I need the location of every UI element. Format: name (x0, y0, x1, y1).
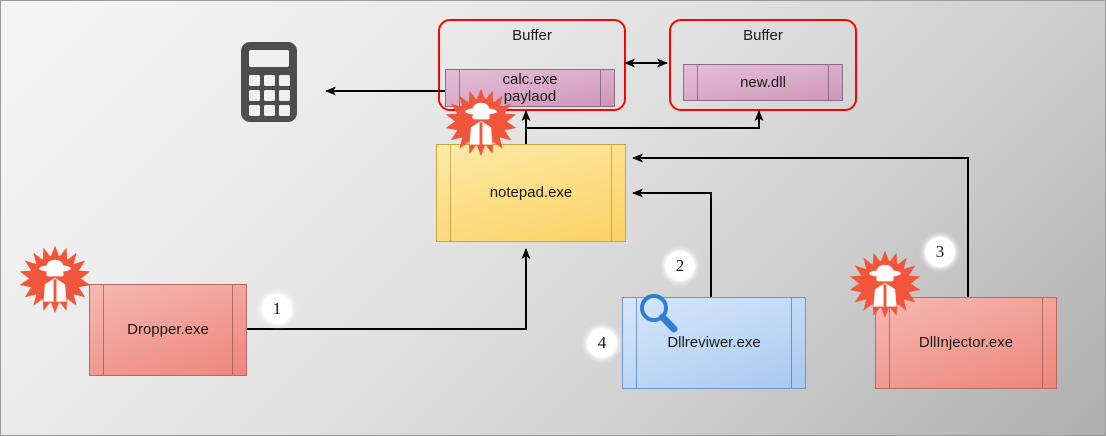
magnifier-icon (634, 289, 684, 339)
badge-3: 3 (925, 237, 955, 267)
process-dllinjector-label: DllInjector.exe (918, 334, 1014, 352)
buffer-right-title: Buffer (743, 27, 783, 44)
process-dllreviwer[interactable]: Dllreviwer.exe (622, 297, 806, 389)
process-notepad-label: notepad.exe (489, 184, 573, 202)
buffer-left-title: Buffer (512, 27, 552, 44)
process-notepad[interactable]: notepad.exe (436, 144, 626, 242)
buffer-right-payload-label: new.dll (740, 73, 786, 91)
process-dllinjector[interactable]: DllInjector.exe (875, 297, 1057, 389)
process-dropper-label: Dropper.exe (127, 321, 209, 339)
malware-icon-buffer-left (445, 87, 517, 157)
process-dllreviwer-label: Dllreviwer.exe (667, 334, 761, 352)
malware-icon-dropper (19, 244, 91, 316)
badge-2: 2 (665, 251, 695, 281)
malware-icon-dllinjector (849, 249, 921, 321)
buffer-left-payload-label: calc.exe paylaod (502, 70, 558, 105)
buffer-right-payload: new.dll (683, 64, 843, 101)
badge-4: 4 (587, 328, 617, 358)
connector-2-dllreviwer-to-notepad (632, 188, 712, 297)
badge-1: 1 (262, 294, 292, 324)
calculator-icon (240, 41, 298, 123)
connector-notepad-to-buffers (521, 110, 764, 144)
process-dropper[interactable]: Dropper.exe (89, 284, 247, 376)
